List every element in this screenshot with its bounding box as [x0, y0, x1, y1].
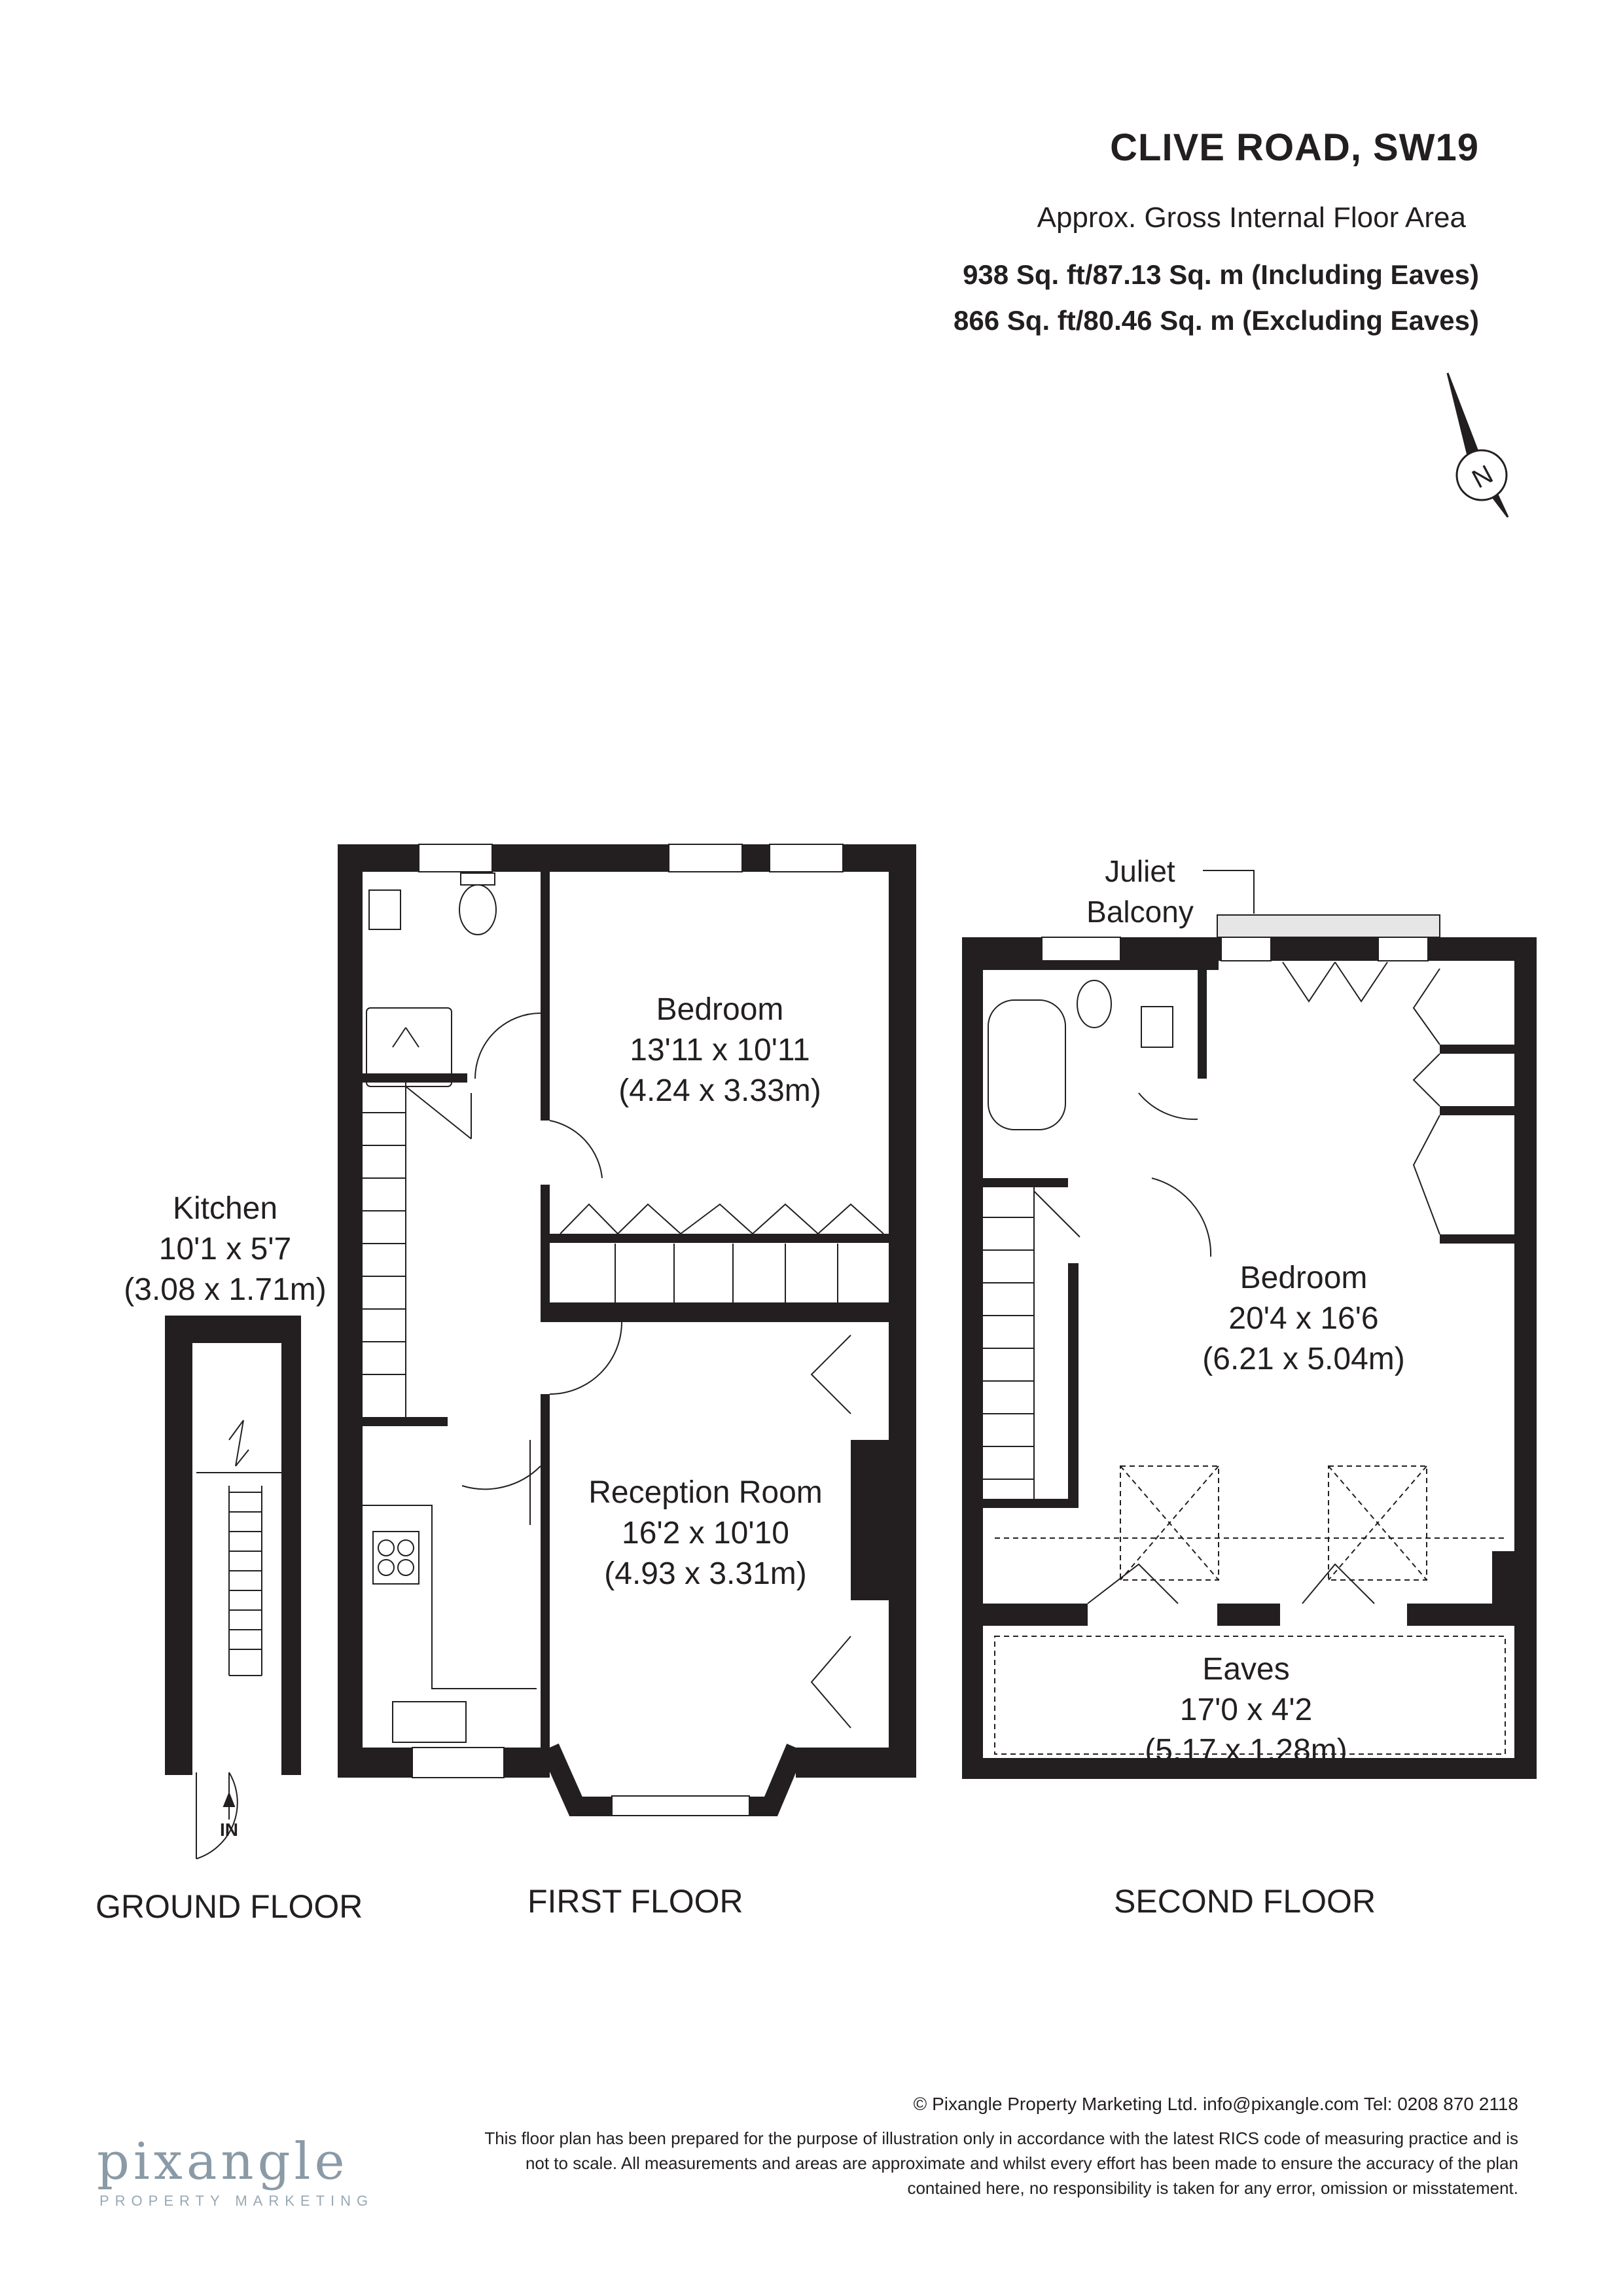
- ground-floor-label: GROUND FLOOR: [96, 1888, 363, 1925]
- juliet-line2: Balcony: [1086, 895, 1194, 929]
- room-label-eaves: Eaves 17'0 x 4'2 (5.17 x 1.28m): [1145, 1649, 1347, 1771]
- second-floor-plan: [962, 870, 1537, 1779]
- pixangle-logo-subtitle: PROPERTY MARKETING: [99, 2193, 374, 2209]
- second-floor-label: SECOND FLOOR: [1114, 1883, 1376, 1920]
- room-imperial-size: 16'2 x 10'10: [622, 1516, 789, 1551]
- room-imperial-size: 20'4 x 16'6: [1228, 1301, 1379, 1336]
- room-label-bedroom-first-floor: Bedroom 13'11 x 10'11 (4.24 x 3.33m): [618, 990, 821, 1111]
- disclaimer-line: contained here, no responsibility is tak…: [907, 2178, 1518, 2198]
- ground-floor-plan: IN: [165, 1316, 301, 1859]
- pixangle-logo: pixangle: [97, 2132, 349, 2191]
- room-imperial-size: 13'11 x 10'11: [630, 1033, 810, 1067]
- room-metric-size: (4.93 x 3.31m): [604, 1556, 807, 1591]
- entrance-label: IN: [220, 1820, 238, 1840]
- disclaimer: This floor plan has been prepared for th…: [366, 2126, 1518, 2200]
- room-imperial-size: 17'0 x 4'2: [1179, 1693, 1313, 1727]
- room-imperial-size: 10'1 x 5'7: [158, 1232, 292, 1266]
- area-excluding-eaves: 866 Sq. ft/80.46 Sq. m (Excluding Eaves): [954, 305, 1479, 336]
- room-metric-size: (5.17 x 1.28m): [1145, 1733, 1347, 1768]
- room-metric-size: (6.21 x 5.04m): [1202, 1342, 1405, 1376]
- room-label-reception-room: Reception Room 16'2 x 10'10 (4.93 x 3.31…: [588, 1473, 823, 1594]
- room-name: Kitchen: [172, 1191, 278, 1226]
- area-subtitle: Approx. Gross Internal Floor Area: [1037, 202, 1466, 234]
- room-metric-size: (3.08 x 1.71m): [124, 1272, 327, 1307]
- room-metric-size: (4.24 x 3.33m): [618, 1073, 821, 1108]
- juliet-line1: Juliet: [1105, 854, 1175, 888]
- disclaimer-line: This floor plan has been prepared for th…: [484, 2128, 1518, 2148]
- first-floor-label: FIRST FLOOR: [527, 1883, 743, 1920]
- juliet-balcony-label: Juliet Balcony: [1086, 851, 1194, 932]
- room-name: Eaves: [1202, 1652, 1290, 1687]
- room-label-kitchen: Kitchen 10'1 x 5'7 (3.08 x 1.71m): [124, 1189, 326, 1310]
- room-name: Bedroom: [656, 992, 784, 1027]
- compass-north-icon: N: [1446, 372, 1509, 518]
- room-name: Reception Room: [588, 1475, 823, 1510]
- plan-title: CLIVE ROAD, SW19: [1110, 126, 1479, 169]
- room-label-bedroom-second-floor: Bedroom 20'4 x 16'6 (6.21 x 5.04m): [1202, 1258, 1404, 1380]
- first-floor-plan: [338, 844, 916, 1816]
- disclaimer-line: not to scale. All measurements and areas…: [525, 2153, 1518, 2173]
- room-name: Bedroom: [1240, 1261, 1368, 1295]
- copyright-line: © Pixangle Property Marketing Ltd. info@…: [913, 2094, 1518, 2114]
- area-including-eaves: 938 Sq. ft/87.13 Sq. m (Including Eaves): [963, 259, 1479, 290]
